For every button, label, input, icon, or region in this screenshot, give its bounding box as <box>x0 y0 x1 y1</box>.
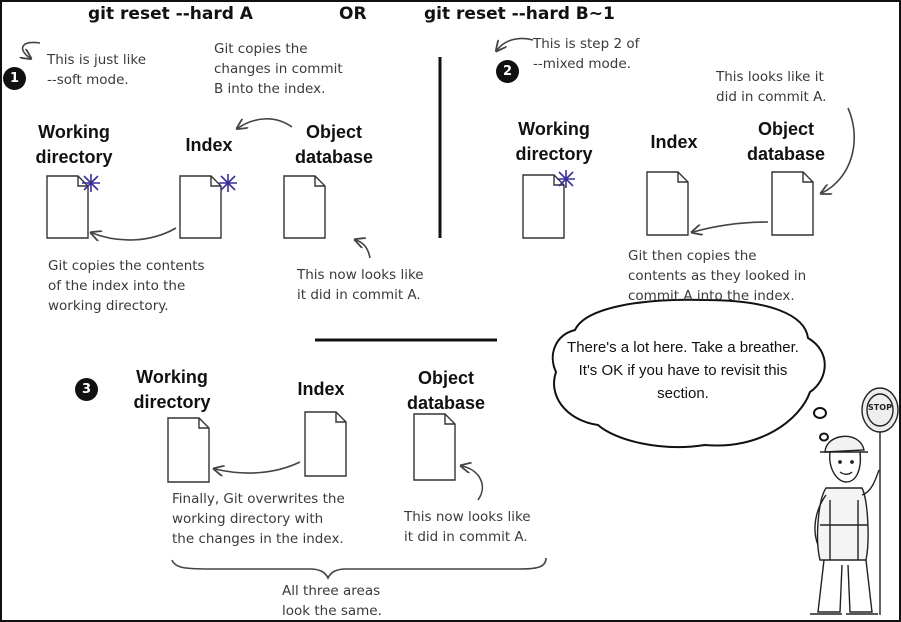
step1-copy-to-working-arrow <box>92 227 177 240</box>
step3-looks-like-note: This now looks like it did in commit A. <box>404 509 531 545</box>
step2-object-database-file-icon <box>771 171 814 236</box>
step1-index-file-icon <box>179 175 222 239</box>
step1-copy-contents-note: Git copies the contents of the index int… <box>48 258 205 314</box>
step3-object-database-label: Object database <box>406 368 486 413</box>
step1-working-directory-file-icon <box>46 175 89 239</box>
step1-index-label: Index <box>185 135 233 155</box>
step3-looks-like-arrow <box>462 466 484 501</box>
header-command-a: git reset --hard A <box>88 4 253 24</box>
step2-working-change-star-icon <box>557 170 575 188</box>
step3-number-badge: 3 <box>75 378 98 401</box>
step1-looks-like-arrow <box>356 240 371 259</box>
header-command-b: git reset --hard B~1 <box>424 4 615 24</box>
step1-copy-to-index-arrow <box>238 118 293 128</box>
step1-soft-note-arrow <box>23 41 41 58</box>
step1-looks-like-note: This now looks like it did in commit A. <box>297 267 424 303</box>
step3-working-directory-label: Working directory <box>133 367 211 412</box>
step3-all-three-areas-note: All three areas look the same. <box>282 583 382 619</box>
step2-number-badge: 2 <box>496 60 519 83</box>
step2-index-label: Index <box>650 132 698 152</box>
step2-mixed-note-arrow <box>497 37 534 50</box>
step2-index-file-icon <box>646 171 689 236</box>
step3-all-areas-brace <box>171 557 547 580</box>
step2-working-directory-file-icon <box>522 174 565 239</box>
step2-mixed-mode-note: This is step 2 of --mixed mode. <box>533 36 640 72</box>
step2-working-directory-label: Working directory <box>515 119 593 164</box>
step1-working-change-star-icon <box>82 174 100 192</box>
step1-working-directory-label: Working directory <box>35 122 113 167</box>
worker-character-illustration <box>810 387 899 615</box>
step1-object-database-file-icon <box>283 175 326 239</box>
step3-object-database-file-icon <box>413 413 456 481</box>
step2-copy-to-index-arrow <box>693 221 769 232</box>
step3-index-label: Index <box>297 379 345 399</box>
step2-looks-like-arrow <box>822 107 855 193</box>
thought-bubble-text: There's a lot here. Take a breather. It'… <box>567 339 799 402</box>
thought-bubble <box>551 298 829 449</box>
step1-number-badge: 1 <box>3 67 26 90</box>
step2-looks-like-note: This looks like it did in commit A. <box>716 69 827 105</box>
step1-object-database-label: Object database <box>294 122 374 167</box>
step3-index-file-icon <box>304 411 347 477</box>
step2-then-copies-note: Git then copies the contents as they loo… <box>628 248 807 304</box>
header-or: OR <box>339 4 367 24</box>
step3-working-directory-file-icon <box>167 417 210 483</box>
step1-soft-mode-note: This is just like --soft mode. <box>47 52 147 88</box>
step2-object-database-label: Object database <box>746 119 826 164</box>
step3-overwrite-arrow <box>215 461 301 473</box>
step3-overwrite-note: Finally, Git overwrites the working dire… <box>172 491 345 547</box>
step1-copy-changes-note: Git copies the changes in commit B into … <box>214 41 343 97</box>
stop-sign-lettering: STOP <box>868 403 892 412</box>
step1-index-change-star-icon <box>219 174 237 192</box>
